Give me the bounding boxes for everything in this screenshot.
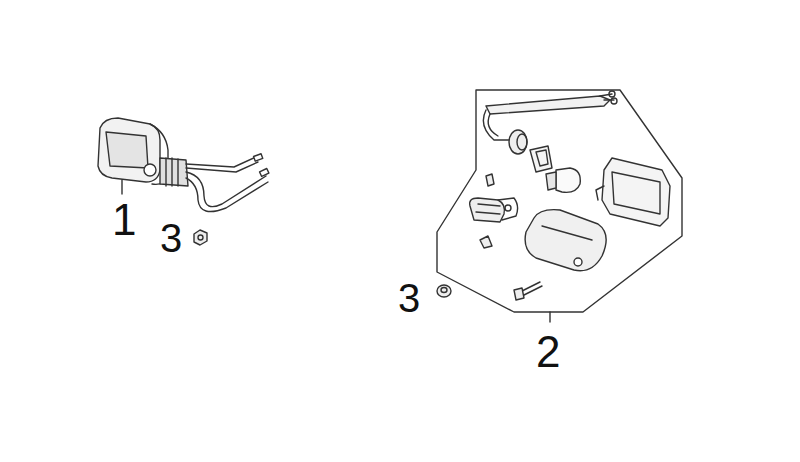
callout-number: 1 xyxy=(112,198,136,242)
callout-number: 3 xyxy=(160,218,182,258)
callout-number: 2 xyxy=(536,330,560,374)
callout-number: 3 xyxy=(398,278,420,318)
